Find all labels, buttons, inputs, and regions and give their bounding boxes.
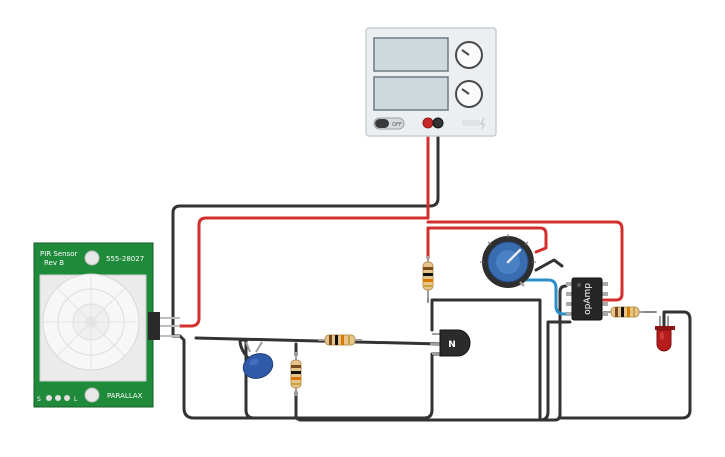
current-knob[interactable] [455, 80, 483, 108]
pir-fresnel-lens [42, 273, 140, 371]
mounting-hole-bottom [84, 387, 100, 403]
pir-sensor-rev: Rev B [44, 259, 64, 267]
wire-blue-pot-to-opamp[interactable] [518, 278, 574, 316]
power-supply[interactable]: OFF [365, 27, 497, 137]
wire-black-opamp-left[interactable] [538, 320, 572, 422]
power-supply-display-bottom [373, 76, 449, 111]
pir-sensor[interactable]: PIR Sensor Rev B 555-28027 S L PARALLAX [33, 242, 180, 408]
transistor-label: N [448, 340, 456, 350]
resistor-1[interactable] [422, 256, 434, 298]
ceramic-capacitor[interactable] [240, 341, 276, 382]
pir-pin-label-s: S [37, 396, 41, 403]
wire-black-pot-wiper[interactable] [430, 298, 542, 422]
wire-black-cap-loop[interactable] [238, 338, 298, 420]
potentiometer[interactable] [480, 234, 536, 288]
pir-pad-1 [46, 395, 52, 401]
power-switch[interactable]: OFF [373, 117, 405, 130]
pir-header-pins[interactable] [148, 312, 180, 340]
wire-red-top-loop[interactable] [178, 216, 430, 328]
wire-black-transistor-emitter[interactable] [294, 352, 442, 420]
voltage-knob[interactable] [455, 41, 483, 69]
pir-sensor-title: PIR Sensor [40, 250, 77, 258]
pir-brand-label: PARALLAX [107, 392, 143, 400]
wire-black-led-loop[interactable] [558, 310, 692, 420]
negative-terminal[interactable] [432, 117, 444, 129]
wire-black-bottom-loop[interactable] [171, 334, 292, 420]
power-supply-display-top [373, 37, 449, 72]
resistor-4[interactable] [606, 306, 644, 318]
resistor-3[interactable] [290, 352, 302, 396]
pir-pad-3 [64, 395, 70, 401]
pir-pad-2 [55, 395, 61, 401]
potentiometer-indicator [506, 248, 522, 264]
wire-black-pot-right[interactable] [534, 258, 564, 272]
opamp-label: opAmp [583, 283, 593, 315]
wire-black-supply-negative[interactable] [171, 122, 440, 338]
wire-black-bottom-long[interactable] [294, 284, 568, 422]
npn-transistor[interactable]: N [430, 329, 471, 357]
red-led[interactable] [655, 316, 675, 352]
wires [171, 122, 692, 422]
opamp-ic[interactable]: opAmp [566, 277, 608, 321]
power-supply-logo [462, 117, 485, 130]
mounting-hole-top [84, 250, 100, 266]
wire-red-pot-top[interactable] [426, 226, 548, 254]
pir-pin-label-l: L [74, 396, 78, 403]
wire-red-right-loop[interactable] [426, 220, 624, 302]
pir-part-number: 555-28027 [106, 255, 144, 263]
resistor-2[interactable] [318, 334, 362, 346]
positive-terminal[interactable] [422, 117, 434, 129]
power-switch-label: OFF [392, 122, 402, 128]
